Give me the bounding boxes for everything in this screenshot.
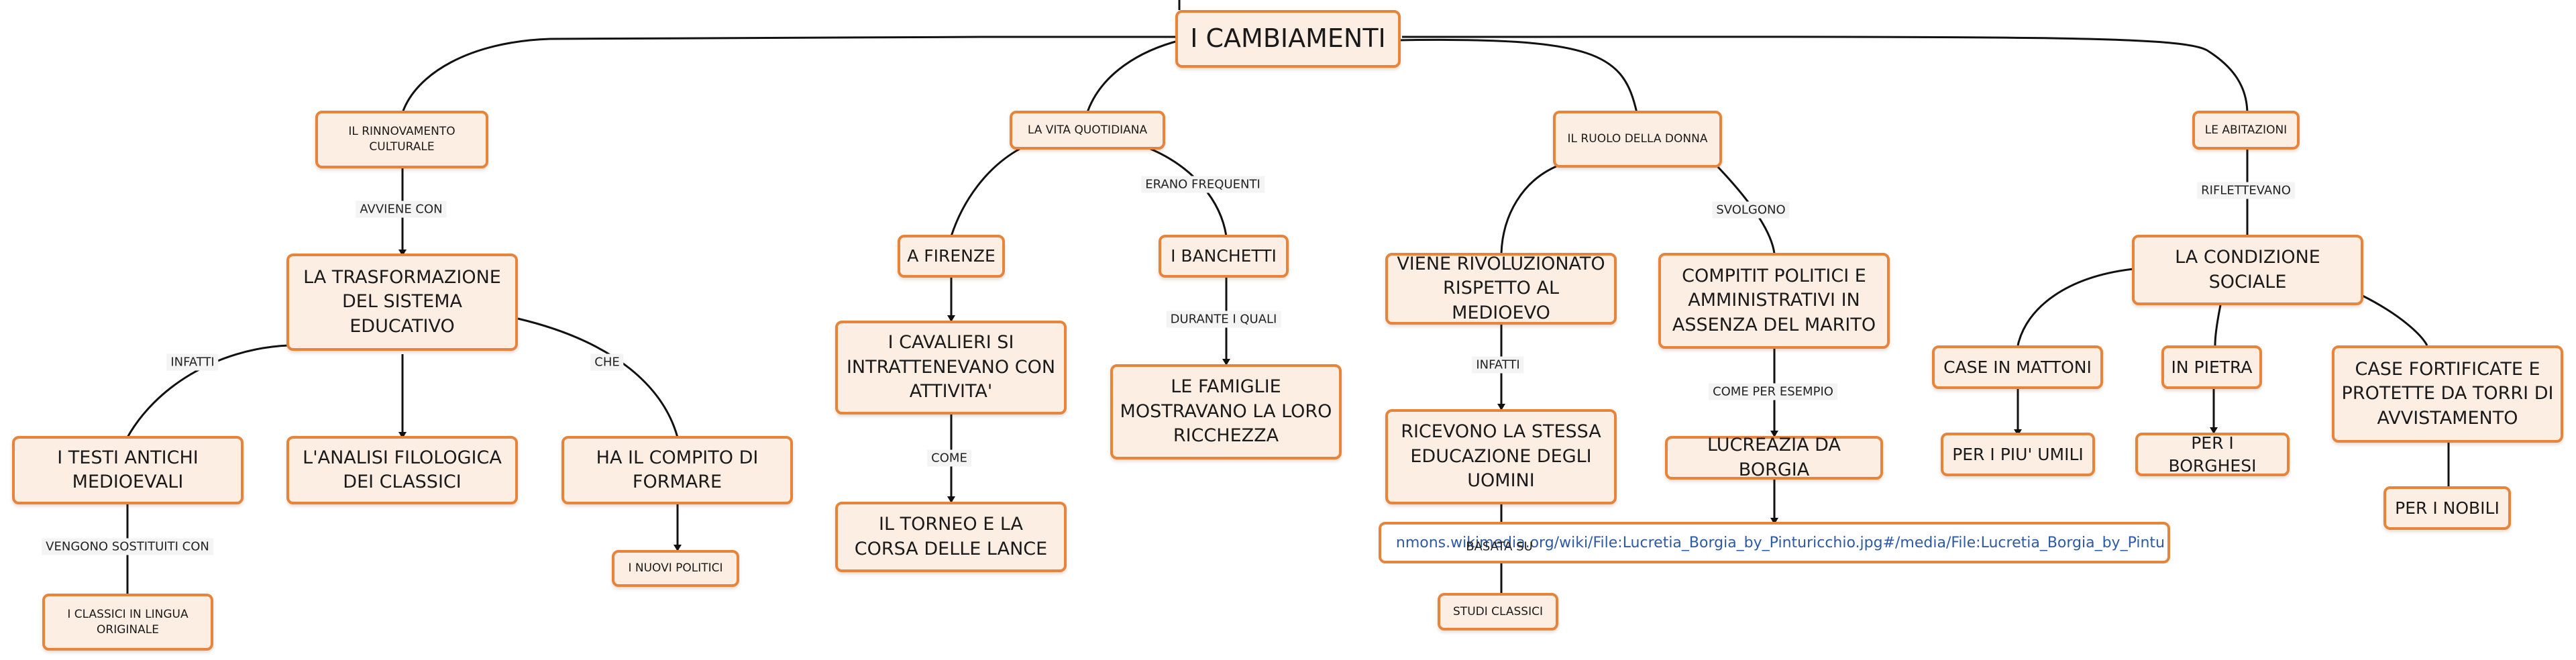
connector-label: INFATTI xyxy=(166,353,219,371)
node-label: VIENE RIVOLUZIONATO RISPETTO AL MEDIOEVO xyxy=(1397,253,1605,323)
node-label: PER I NOBILI xyxy=(2395,498,2500,518)
node-label: PER I PIU' UMILI xyxy=(1952,444,2084,464)
connector-label: AVVIENE CON xyxy=(356,201,447,218)
node-label: LE FAMIGLIE MOSTRAVANO LA LORO RICCHEZZA xyxy=(1120,376,1332,447)
node-ruolo-donna[interactable]: IL RUOLO DELLA DONNA xyxy=(1553,111,1722,168)
node-label: I CLASSICI IN LINGUA ORIGINALE xyxy=(67,607,189,637)
link-url-box[interactable]: nmons.wikimedia.org/wiki/File:Lucretia_B… xyxy=(1379,522,2170,563)
node-label: IL RUOLO DELLA DONNA xyxy=(1567,132,1708,146)
node-compito-formare[interactable]: HA IL COMPITO DI FORMARE xyxy=(561,436,793,504)
node-abitazioni[interactable]: LE ABITAZIONI xyxy=(2192,111,2300,150)
node-label: A FIRENZE xyxy=(907,246,996,266)
node-testi-antichi[interactable]: I TESTI ANTICHI MEDIOEVALI xyxy=(12,436,244,504)
connector-label: BASATA SU xyxy=(1466,539,1533,554)
node-rinnovamento[interactable]: IL RINNOVAMENTO CULTURALE xyxy=(315,111,488,168)
node-label: I CAVALIERI SI INTRATTENEVANO CON ATTIVI… xyxy=(846,332,1056,402)
node-classici-lingua[interactable]: I CLASSICI IN LINGUA ORIGINALE xyxy=(42,594,213,651)
node-label: RICEVONO LA STESSA EDUCAZIONE DEGLI UOMI… xyxy=(1401,421,1601,492)
node-studi-classici[interactable]: STUDI CLASSICI xyxy=(1438,593,1558,630)
node-nuovi-politici[interactable]: I NUOVI POLITICI xyxy=(612,550,739,587)
node-label: IL TORNEO E LA CORSA DELLE LANCE xyxy=(854,514,1048,559)
node-torneo[interactable]: IL TORNEO E LA CORSA DELLE LANCE xyxy=(835,502,1067,572)
connector-label: RIFLETTEVANO xyxy=(2197,182,2295,199)
node-in-pietra[interactable]: IN PIETRA xyxy=(2161,345,2262,389)
node-label: COMPITIT POLITICI E AMMINISTRATIVI IN AS… xyxy=(1672,265,1876,335)
node-label: IL RINNOVAMENTO CULTURALE xyxy=(348,125,455,154)
connector-label: SVOLGONO xyxy=(1712,201,1790,219)
node-famiglie[interactable]: LE FAMIGLIE MOSTRAVANO LA LORO RICCHEZZA xyxy=(1110,364,1342,459)
node-label: PER I BORGHESI xyxy=(2168,433,2257,476)
connector-label: DURANTE I QUALI xyxy=(1166,311,1281,328)
root-label: I CAMBIAMENTI xyxy=(1190,23,1386,54)
node-cavalieri[interactable]: I CAVALIERI SI INTRATTENEVANO CON ATTIVI… xyxy=(835,321,1067,415)
node-label: LA CONDIZIONE SOCIALE xyxy=(2175,247,2320,292)
node-label: I TESTI ANTICHI MEDIOEVALI xyxy=(57,447,199,492)
connector-label: CHE xyxy=(590,353,624,371)
link-url[interactable]: nmons.wikimedia.org/wiki/File:Lucretia_B… xyxy=(1395,534,2165,551)
node-case-fortificate[interactable]: CASE FORTIFICATE E PROTETTE DA TORRI DI … xyxy=(2332,345,2563,443)
node-label: STUDI CLASSICI xyxy=(1453,604,1543,618)
node-ricevono[interactable]: RICEVONO LA STESSA EDUCAZIONE DEGLI UOMI… xyxy=(1385,409,1617,504)
connector-label: INFATTI xyxy=(1472,356,1524,374)
node-vita-quotidiana[interactable]: LA VITA QUOTIDIANA xyxy=(1010,111,1165,150)
node-label: CASE FORTIFICATE E PROTETTE DA TORRI DI … xyxy=(2341,358,2554,429)
connector-label: COME PER ESEMPIO xyxy=(1709,383,1837,400)
connector-label: ERANO FREQUENTI xyxy=(1141,176,1265,193)
node-label: LE ABITAZIONI xyxy=(2204,123,2288,137)
node-compiti-politici[interactable]: COMPITIT POLITICI E AMMINISTRATIVI IN AS… xyxy=(1658,253,1890,349)
node-borghesi[interactable]: PER I BORGHESI xyxy=(2135,433,2290,476)
connector-label: COME xyxy=(927,449,971,467)
node-analisi-filologica[interactable]: L'ANALISI FILOLOGICA DEI CLASSICI xyxy=(286,436,518,504)
node-trasformazione[interactable]: LA TRASFORMAZIONE DEL SISTEMA EDUCATIVO xyxy=(286,254,518,351)
node-label: CASE IN MATTONI xyxy=(1943,357,2092,377)
node-label: L'ANALISI FILOLOGICA DEI CLASSICI xyxy=(303,447,502,492)
node-label: I BANCHETTI xyxy=(1171,246,1277,266)
node-rivoluzionato[interactable]: VIENE RIVOLUZIONATO RISPETTO AL MEDIOEVO xyxy=(1385,253,1617,325)
node-label: LA VITA QUOTIDIANA xyxy=(1027,123,1148,137)
node-condizione-sociale[interactable]: LA CONDIZIONE SOCIALE xyxy=(2132,235,2363,305)
node-piu-umili[interactable]: PER I PIU' UMILI xyxy=(1941,433,2095,476)
node-label: LUCREAZIA DA BORGIA xyxy=(1707,435,1841,480)
connector-label: VENGONO SOSTITUITI CON xyxy=(42,538,213,555)
node-firenze[interactable]: A FIRENZE xyxy=(898,235,1005,278)
node-nobili[interactable]: PER I NOBILI xyxy=(2383,486,2511,530)
node-banchetti[interactable]: I BANCHETTI xyxy=(1159,235,1289,278)
node-lucrezia[interactable]: LUCREAZIA DA BORGIA xyxy=(1665,435,1883,480)
node-case-mattoni[interactable]: CASE IN MATTONI xyxy=(1932,345,2103,389)
node-label: HA IL COMPITO DI FORMARE xyxy=(596,447,759,492)
root-node[interactable]: I CAMBIAMENTI xyxy=(1175,10,1401,68)
node-label: IN PIETRA xyxy=(2171,357,2253,377)
node-label: LA TRASFORMAZIONE DEL SISTEMA EDUCATIVO xyxy=(303,266,501,337)
node-label: I NUOVI POLITICI xyxy=(628,561,723,575)
